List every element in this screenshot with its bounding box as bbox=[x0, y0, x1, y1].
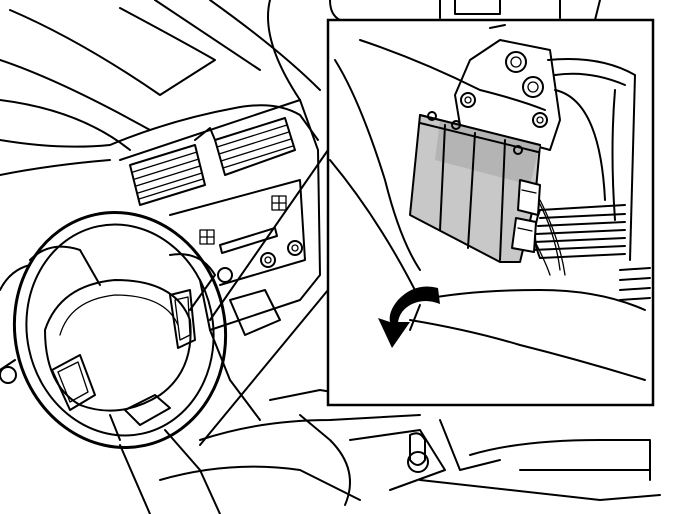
curved-arrow-icon bbox=[378, 286, 440, 348]
air-vent-left bbox=[129, 144, 206, 206]
dashboard-background bbox=[0, 0, 661, 506]
control-module bbox=[409, 111, 541, 263]
callout-pointer bbox=[199, 149, 329, 446]
inset-structure bbox=[329, 24, 651, 381]
air-vent-right bbox=[214, 117, 296, 176]
steering-wheel bbox=[12, 211, 228, 514]
detail-inset bbox=[326, 18, 655, 407]
